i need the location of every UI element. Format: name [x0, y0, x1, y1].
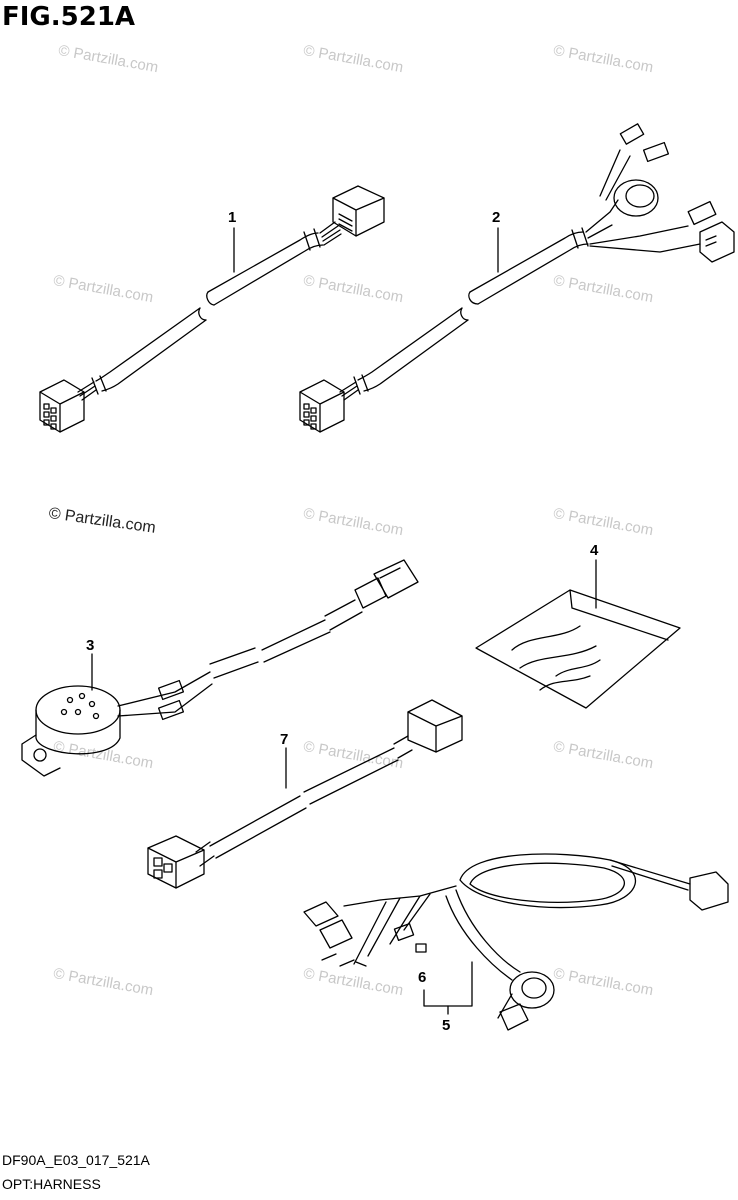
part-1-harness: [39, 185, 385, 433]
drawing-code: DF90A_E03_017_521A: [2, 1152, 150, 1168]
part-6-fuse: [415, 943, 427, 953]
part-2-harness: [299, 123, 735, 433]
part-5-main-harness: [303, 853, 729, 1031]
callout-6: 6: [418, 969, 426, 986]
callout-7: 7: [280, 731, 288, 748]
callout-4: 4: [590, 542, 599, 559]
part-7-adapter-harness: [147, 699, 463, 889]
callout-2: 2: [492, 209, 500, 226]
figure-title: FIG.521A: [2, 2, 136, 32]
part-4-instruction-bag: [475, 559, 681, 709]
callout-1: 1: [228, 209, 236, 226]
callout-5: 5: [442, 1017, 450, 1034]
callout-3: 3: [86, 637, 94, 654]
part-3-buzzer: [21, 559, 419, 777]
section-name: OPT:HARNESS: [2, 1176, 101, 1192]
